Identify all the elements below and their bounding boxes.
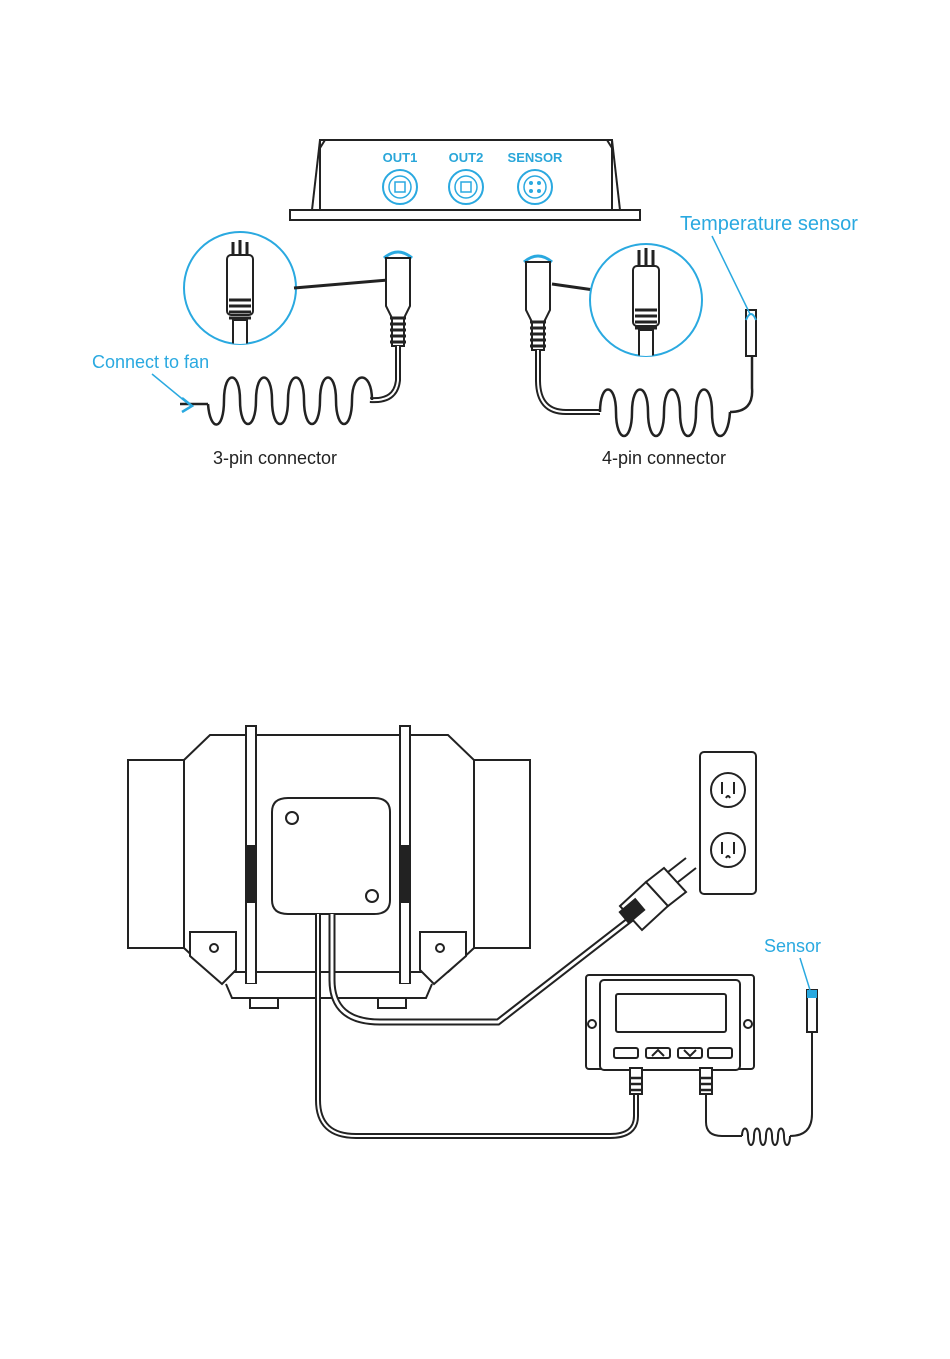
zoom-pointer-left	[294, 280, 388, 288]
port-sensor-label: SENSOR	[508, 150, 564, 165]
controller-unit	[586, 975, 754, 1070]
power-plug	[620, 858, 696, 930]
four-pin-plug	[524, 256, 600, 412]
controller-plug-right	[700, 1068, 712, 1094]
sensor-label: Sensor	[764, 936, 821, 956]
port-out1-label: OUT1	[383, 150, 418, 165]
three-pin-plug	[370, 252, 412, 400]
three-pin-caption: 3-pin connector	[213, 448, 337, 468]
controller-plug-left	[630, 1068, 642, 1094]
sensor-callout: Sensor	[764, 936, 821, 990]
connect-to-fan-label: Connect to fan	[92, 352, 209, 372]
temperature-sensor-probe	[746, 310, 756, 356]
three-pin-connector-zoom	[184, 232, 296, 350]
connect-to-fan-callout: Connect to fan	[92, 352, 209, 402]
wall-outlet	[700, 752, 756, 894]
temperature-sensor-callout: Temperature sensor	[680, 213, 858, 314]
port-out2: OUT2	[449, 150, 484, 204]
four-pin-connector-zoom	[590, 244, 702, 360]
port-out1: OUT1	[383, 150, 418, 204]
temperature-sensor-label: Temperature sensor	[680, 213, 858, 235]
four-pin-caption: 4-pin connector	[602, 448, 726, 468]
port-out2-label: OUT2	[449, 150, 484, 165]
zoom-pointer-right	[552, 284, 594, 290]
coiled-cable-left	[180, 378, 372, 425]
coiled-cable-right	[600, 354, 752, 436]
sensor-probe	[807, 990, 817, 1032]
